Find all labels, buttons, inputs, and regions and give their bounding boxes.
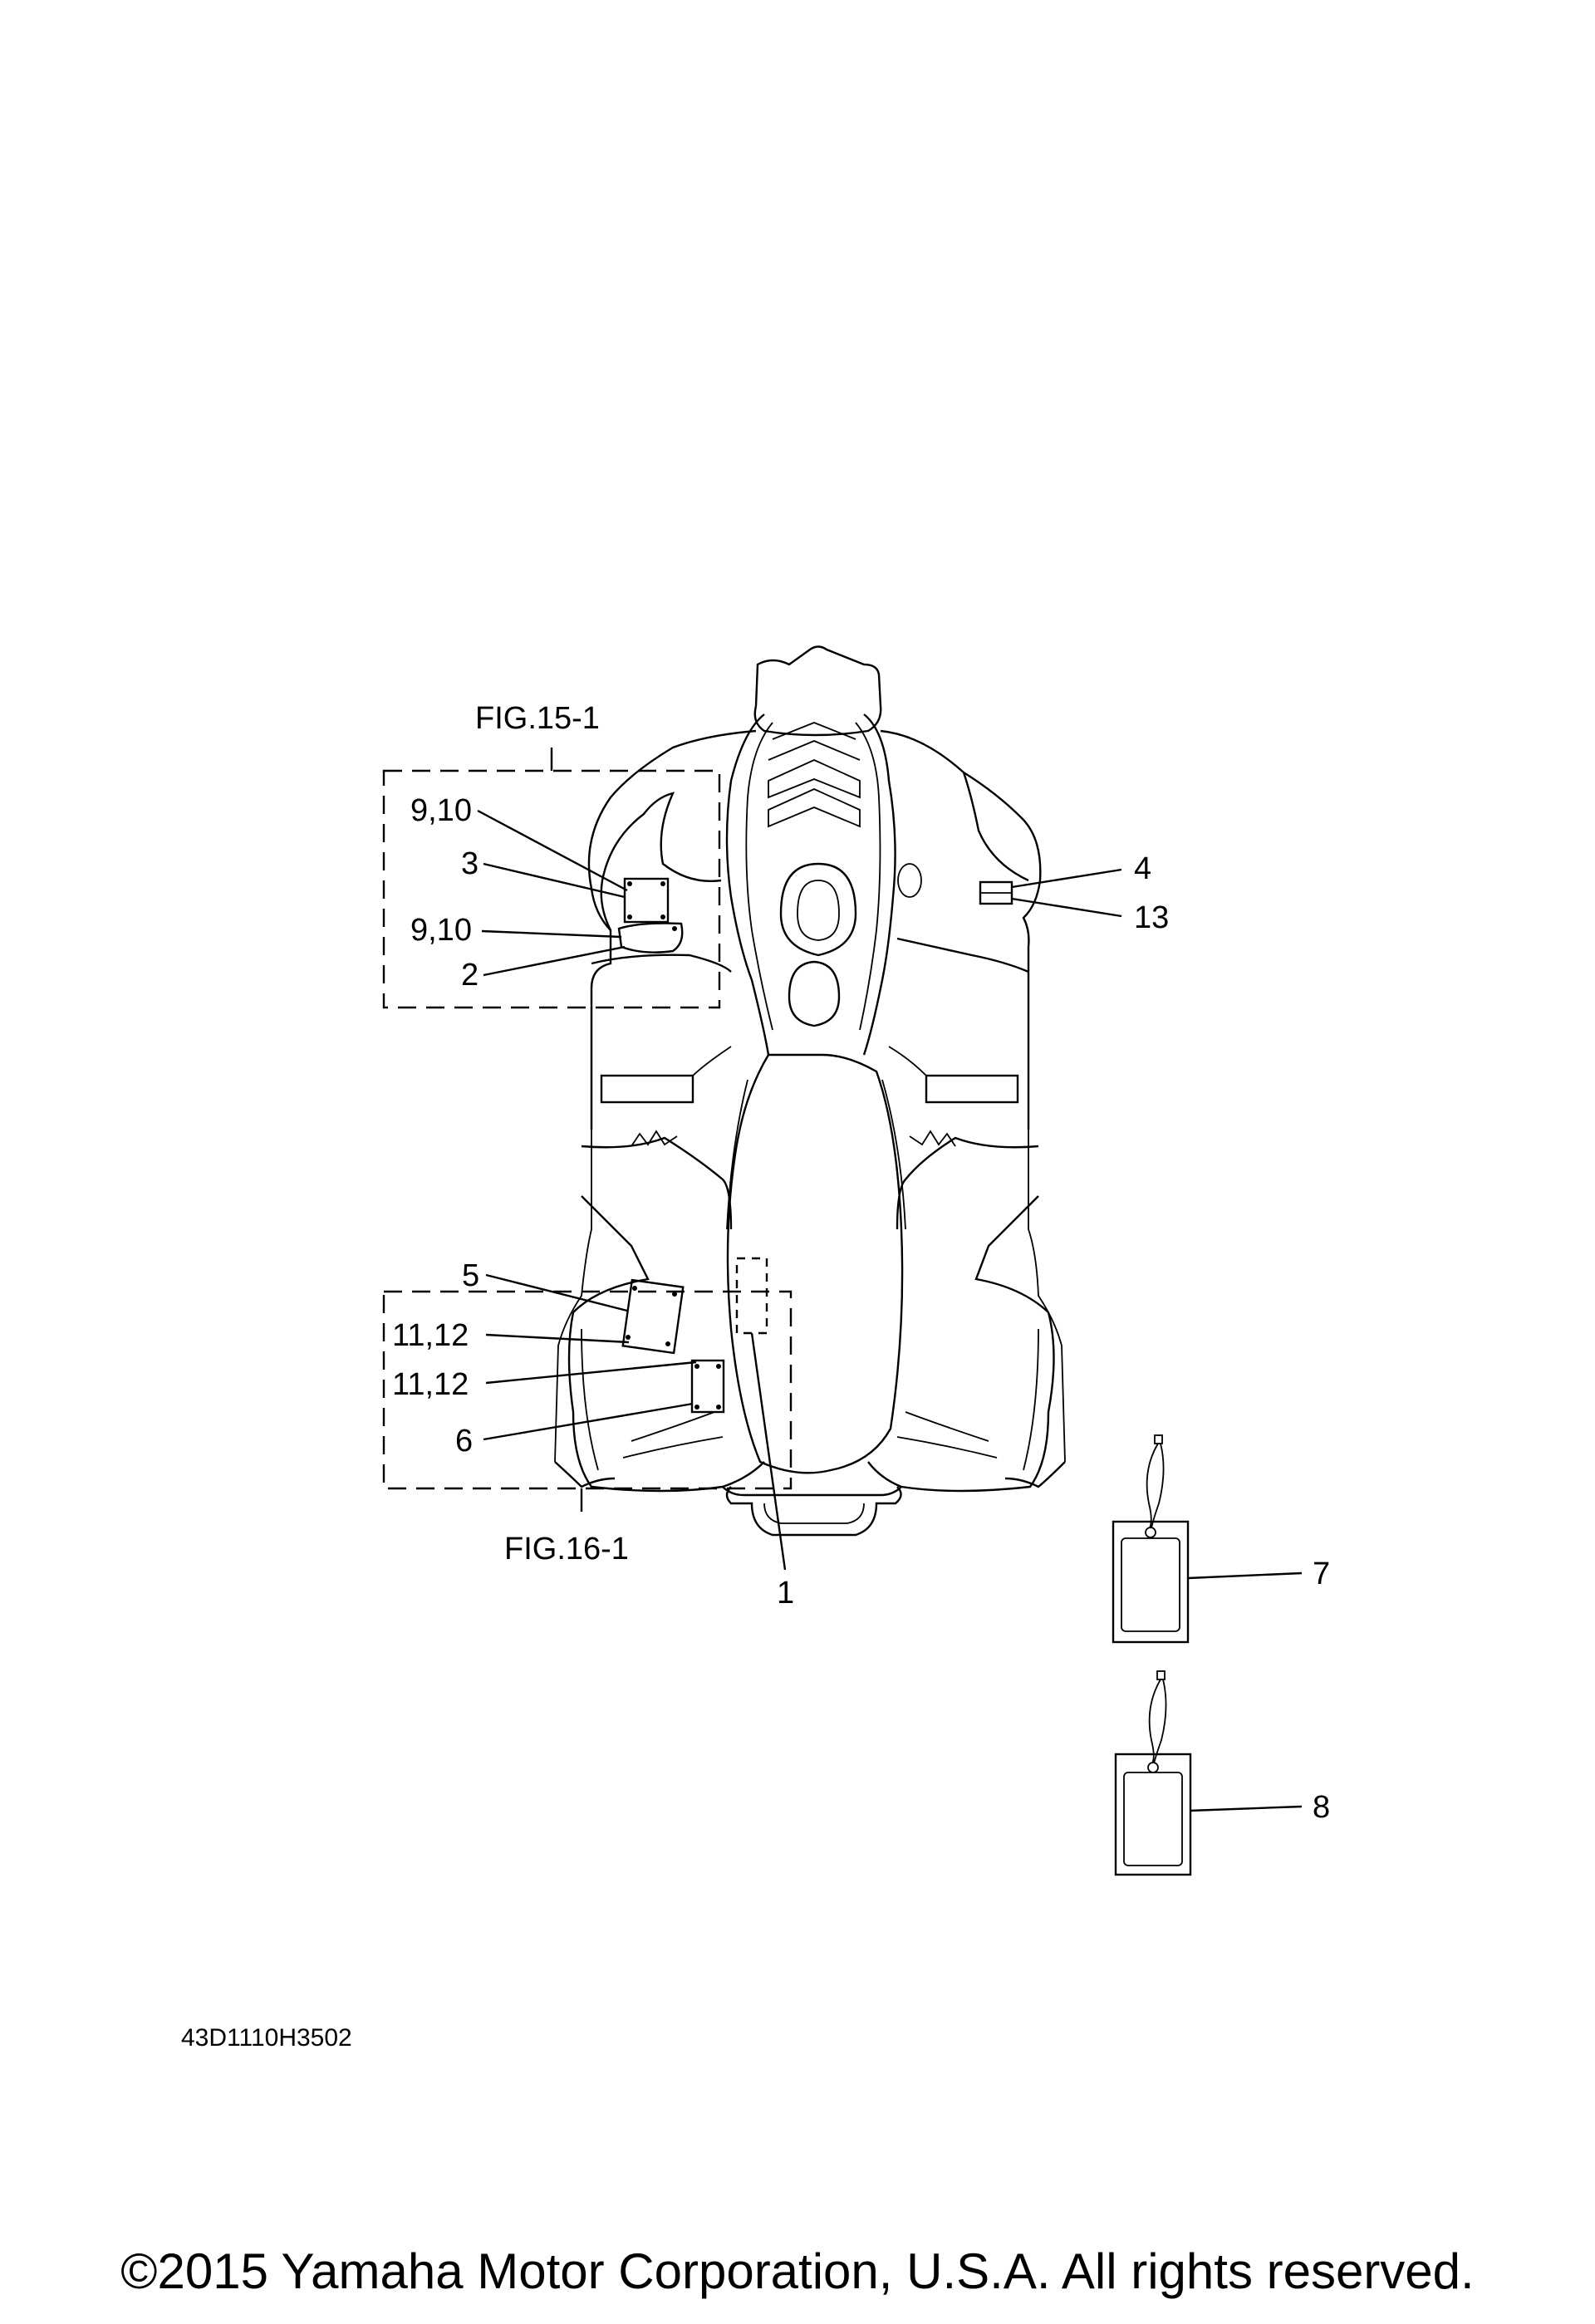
fig-15-1-box xyxy=(382,769,721,1009)
leader-lines xyxy=(477,809,1303,1812)
decal-6 xyxy=(690,1359,725,1414)
decal-5 xyxy=(621,1278,685,1355)
callout-4: 4 xyxy=(1134,851,1151,886)
copyright-notice: ©2015 Yamaha Motor Corporation, U.S.A. A… xyxy=(120,2243,1475,2299)
fig-15-1-label: FIG.15-1 xyxy=(475,701,600,736)
callout-5: 5 xyxy=(462,1258,479,1293)
hang-tag-8 xyxy=(1114,1670,1192,1876)
diagram-code: 43D1110H3502 xyxy=(181,2024,352,2052)
hang-tag-7 xyxy=(1112,1434,1190,1644)
callout-1: 1 xyxy=(777,1576,794,1611)
decal-1 xyxy=(735,1257,768,1335)
callout-13: 13 xyxy=(1134,900,1169,935)
label-stickers xyxy=(617,877,1013,1414)
callout-2: 2 xyxy=(461,958,478,993)
callout-3: 3 xyxy=(461,846,478,881)
callout-6: 6 xyxy=(455,1424,473,1459)
callout-9-10-a: 9,10 xyxy=(410,793,472,828)
callout-11-12-b: 11,12 xyxy=(392,1367,469,1402)
callout-9-10-b: 9,10 xyxy=(410,913,472,948)
callout-11-12-a: 11,12 xyxy=(392,1318,469,1353)
fig-16-1-box xyxy=(382,1290,793,1490)
decal-3 xyxy=(623,877,670,924)
callout-8: 8 xyxy=(1313,1790,1330,1825)
decal-2 xyxy=(617,922,684,954)
watercraft-outline xyxy=(554,645,1066,1537)
fig-16-1-label: FIG.16-1 xyxy=(504,1532,629,1566)
callout-7: 7 xyxy=(1313,1557,1330,1591)
